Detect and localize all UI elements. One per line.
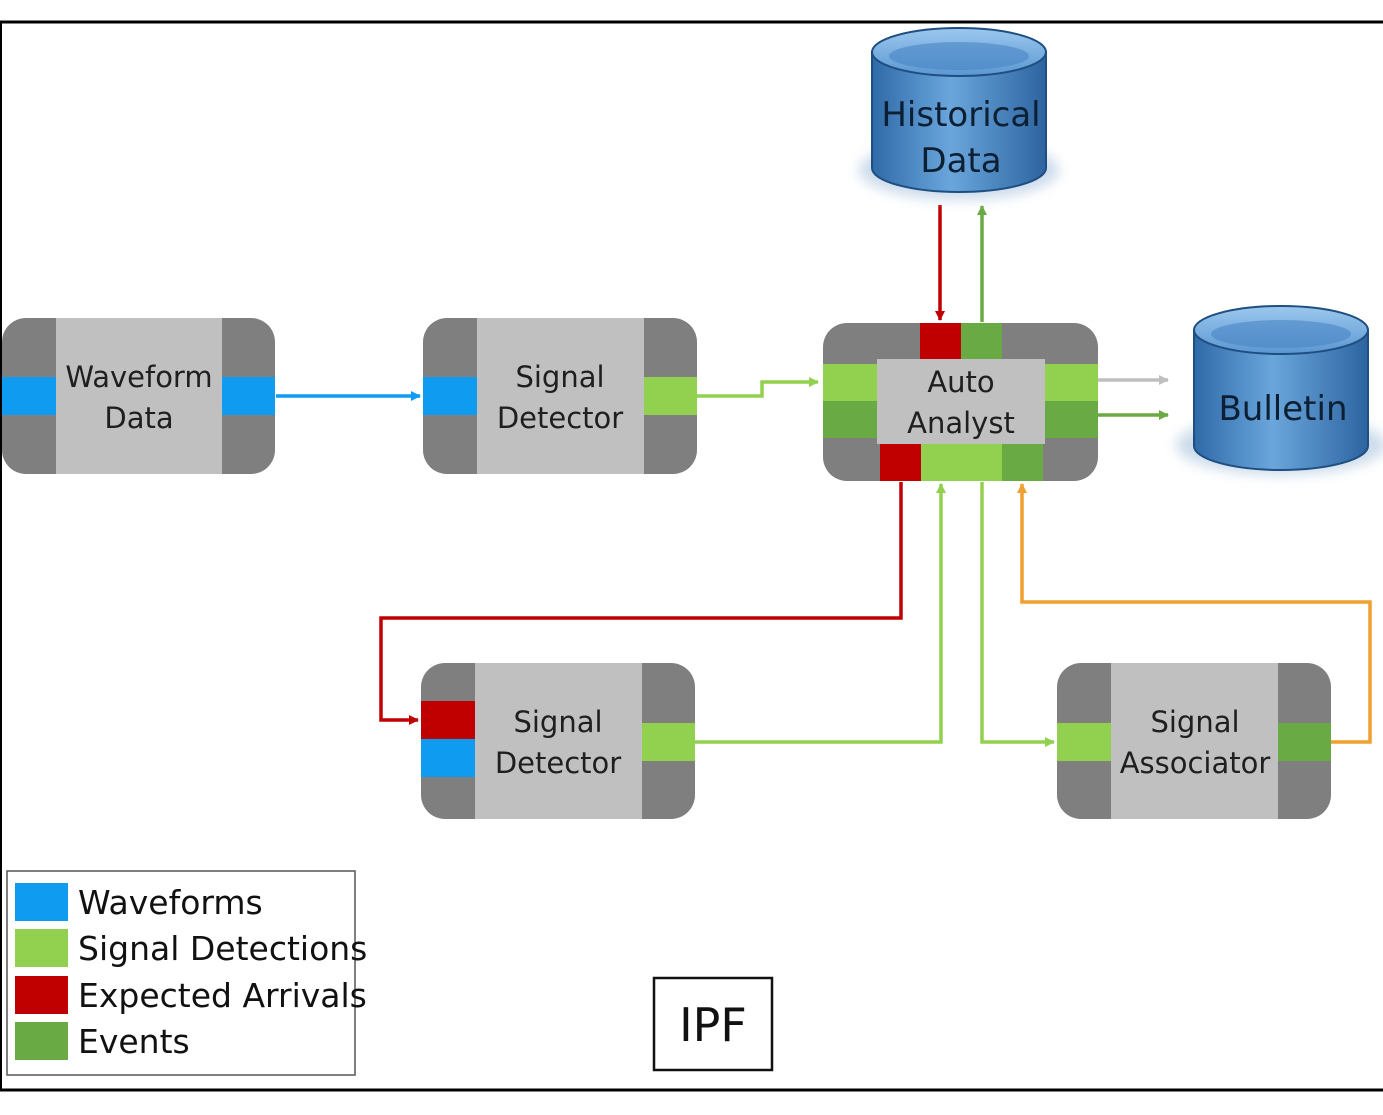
detector-top-output-port xyxy=(644,377,697,415)
legend-swatch-events xyxy=(15,1022,68,1060)
legend-item-events: Events xyxy=(15,1022,190,1061)
signal-detector-top-label-2: Detector xyxy=(497,401,623,435)
legend-label-signal-detections: Signal Detections xyxy=(78,929,367,968)
connectors xyxy=(276,205,1372,747)
signal-detector-bottom-label-2: Detector xyxy=(495,746,621,780)
historical-data-label-1: Historical xyxy=(881,95,1040,135)
associator-output-port xyxy=(1278,723,1331,761)
legend-swatch-expected-arrivals xyxy=(15,976,68,1014)
detector-bottom-output-port xyxy=(642,723,695,761)
auto-analyst-label-2: Analyst xyxy=(907,406,1015,440)
legend-item-signal-detections: Signal Detections xyxy=(15,929,367,968)
bulletin-label: Bulletin xyxy=(1218,389,1347,429)
waveform-data-node[interactable]: Waveform Data xyxy=(2,318,275,474)
historical-data-database[interactable]: Historical Data xyxy=(859,27,1059,200)
historical-data-label-2: Data xyxy=(920,141,1001,181)
signal-detector-bottom-label-1: Signal xyxy=(513,705,602,739)
detector-bottom-expected-port xyxy=(421,701,475,739)
legend-item-waveforms: Waveforms xyxy=(15,883,263,922)
ipf-label-box: IPF xyxy=(652,976,774,1072)
waveform-data-label-1: Waveform xyxy=(65,360,212,394)
legend: Waveforms Signal Detections Expected Arr… xyxy=(6,870,367,1076)
analyst-to-detector2-expected-arrow xyxy=(379,482,903,725)
legend-swatch-waveforms xyxy=(15,883,68,921)
associator-input-port xyxy=(1057,723,1111,761)
legend-item-expected-arrivals: Expected Arrivals xyxy=(15,976,367,1015)
bulletin-database[interactable]: Bulletin xyxy=(1176,305,1383,475)
signal-associator-label-2: Associator xyxy=(1120,746,1271,780)
associator-to-analyst-arrow xyxy=(1017,483,1372,744)
signal-detector-top-label-1: Signal xyxy=(515,360,604,394)
auto-analyst-node[interactable]: Auto Analyst xyxy=(823,323,1098,481)
signal-associator-node[interactable]: Signal Associator xyxy=(1057,663,1331,819)
analyst-right-detections-port xyxy=(1045,364,1098,401)
analyst-top-expected-port xyxy=(920,323,961,359)
signal-detector-bottom-node[interactable]: Signal Detector xyxy=(421,663,695,819)
signal-detector-top-node[interactable]: Signal Detector xyxy=(423,318,697,474)
analyst-bottom-expected-port xyxy=(880,444,921,481)
analyst-left-events-port xyxy=(823,401,877,438)
legend-label-events: Events xyxy=(78,1022,190,1061)
waveform-output-port xyxy=(222,377,275,415)
legend-label-waveforms: Waveforms xyxy=(78,883,263,922)
analyst-right-events-port xyxy=(1045,401,1098,438)
analyst-to-associator-arrow xyxy=(980,482,1055,747)
legend-swatch-signal-detections xyxy=(15,929,68,967)
detector-bottom-waveform-port xyxy=(421,739,475,777)
analyst-left-detections-port xyxy=(823,364,877,401)
analyst-bottom-events-port xyxy=(1002,444,1043,481)
ipf-label: IPF xyxy=(679,998,747,1052)
waveform-input-port xyxy=(2,377,56,415)
auto-analyst-label-1: Auto xyxy=(927,365,994,399)
analyst-bottom-detections-port xyxy=(921,444,1002,481)
detector-to-analyst-arrow xyxy=(697,377,819,398)
analyst-top-events-port xyxy=(961,323,1002,359)
legend-label-expected-arrivals: Expected Arrivals xyxy=(78,976,367,1015)
detector-top-input-port xyxy=(423,377,477,415)
waveform-data-label-2: Data xyxy=(104,401,173,435)
signal-associator-label-1: Signal xyxy=(1150,705,1239,739)
detector2-to-analyst-arrow xyxy=(695,483,946,744)
